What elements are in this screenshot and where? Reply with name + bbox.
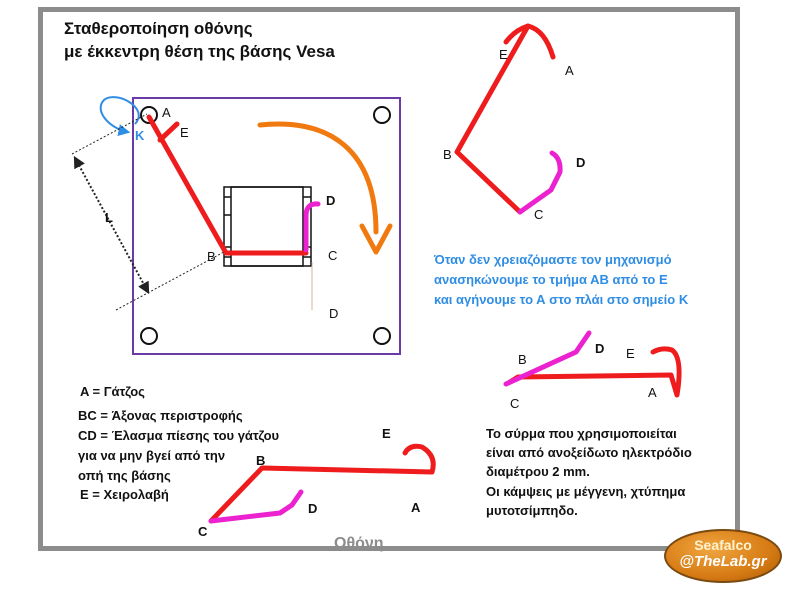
vesa-hole-top-left: [140, 106, 158, 124]
main-label-l: L: [105, 210, 113, 225]
vesa-hole-top-right: [373, 106, 391, 124]
mid-right-wire: [503, 330, 682, 398]
tr-label-d: D: [576, 155, 586, 170]
mr-label-c: C: [510, 396, 520, 411]
bottom-label-c: C: [198, 524, 208, 539]
main-label-d-top: D: [326, 193, 336, 208]
mr-label-a: A: [648, 385, 657, 400]
legend-cd-2: για να μην βγεί από την: [78, 448, 226, 463]
note-line-3: διαμέτρου 2 mm.: [486, 464, 590, 479]
legend-bc: BC = Άξονας περιστροφής: [78, 408, 243, 423]
main-spring: [303, 201, 321, 253]
main-label-k: K: [135, 128, 145, 143]
legend-e: E = Χειρολαβή: [80, 487, 169, 502]
bottom-wire: [208, 443, 436, 524]
page-title-line-1: Σταθεροποίηση οθόνης: [64, 19, 253, 38]
tr-label-c: C: [534, 207, 544, 222]
screen-label: Οθόνη: [334, 535, 384, 552]
info-text-line-3: και αγήνουμε το Α στο πλάι στο σημείο Κ: [434, 292, 689, 307]
bottom-label-e: E: [382, 426, 391, 441]
info-text-line-1: Όταν δεν χρειαζόμαστε τον μηχανισμό: [434, 252, 672, 267]
vesa-hole-bottom-right: [373, 327, 391, 345]
tr-label-a: A: [565, 63, 574, 78]
bottom-label-b: B: [256, 453, 266, 468]
vesa-hole-bottom-left: [140, 327, 158, 345]
logo-line-1: Seafalco: [694, 537, 752, 553]
l-dimension: [71, 113, 225, 311]
note-line-4: Οι κάμψεις με μέγγενη, χτύπημα: [486, 484, 686, 499]
main-wire: [146, 114, 309, 256]
main-label-d-bottom: D: [329, 306, 339, 321]
main-label-b: B: [207, 249, 216, 264]
k-hook-arrow: [99, 96, 140, 136]
main-label-a: A: [162, 105, 171, 120]
rotation-arrow: [257, 121, 393, 255]
legend-a: A = Γάτζος: [80, 384, 145, 399]
note-line-2: είναι από ανοξείδωτο ηλεκτρόδιο: [486, 445, 692, 460]
main-label-c: C: [328, 248, 338, 263]
info-text-line-2: ανασηκώνουμε το τμήμα ΑΒ από το Ε: [434, 272, 668, 287]
legend-cd-1: CD = Έλασμα πίεσης του γάτζου: [78, 428, 280, 443]
note-line-5: μυτοτσίμπηδο.: [486, 503, 578, 518]
page-title-line-2: με έκκεντρη θέση της βάσης Vesa: [64, 42, 335, 61]
legend-cd-3: οπή της βάσης: [78, 468, 171, 483]
note-line-1: Το σύρμα που χρησιμοποιείται: [486, 426, 677, 441]
logo-line-2: @TheLab.gr: [679, 553, 767, 570]
tr-label-b: B: [443, 147, 452, 162]
mr-label-d: D: [595, 341, 605, 356]
center-bracket: [223, 186, 312, 267]
mr-label-e: E: [626, 346, 635, 361]
main-label-e: E: [180, 125, 189, 140]
bottom-label-a: A: [411, 500, 421, 515]
seafalco-logo: Seafalco @TheLab.gr: [664, 529, 782, 583]
mr-label-b: B: [518, 352, 527, 367]
tr-label-e: E: [499, 47, 508, 62]
top-right-wire: [454, 23, 563, 215]
bottom-label-d: D: [308, 501, 318, 516]
